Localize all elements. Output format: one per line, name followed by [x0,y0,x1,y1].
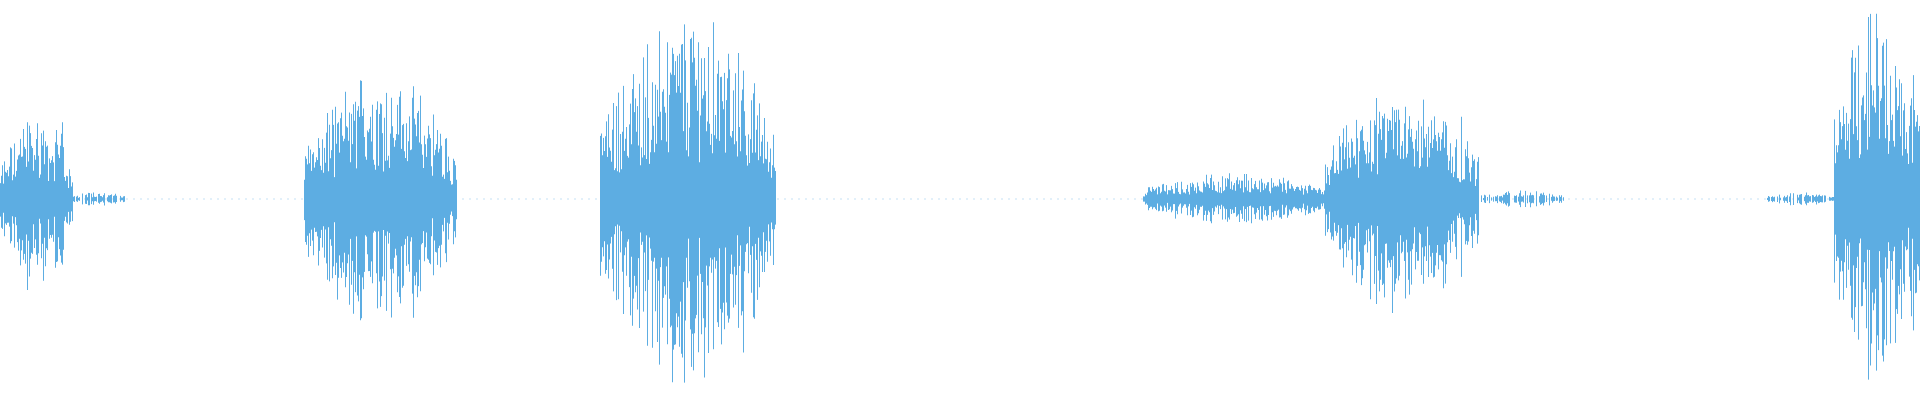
waveform-path [0,13,1920,383]
waveform-samples [0,13,1920,383]
